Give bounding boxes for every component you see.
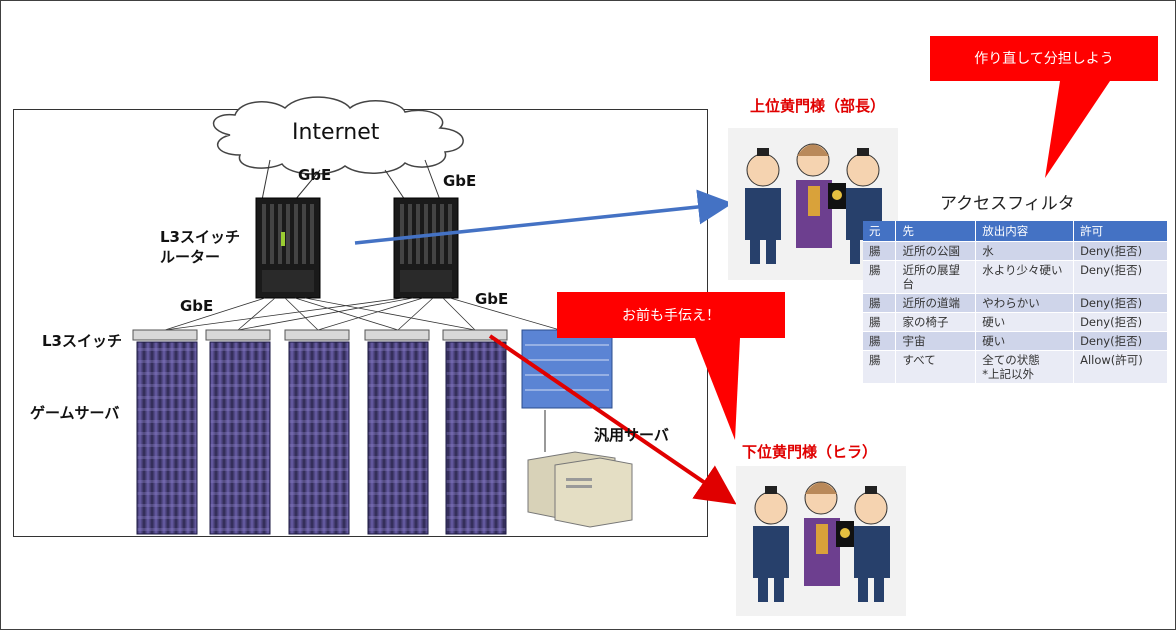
switch-label: L3スイッチ: [42, 332, 122, 350]
table-cell: すべて: [895, 350, 977, 383]
table-cell: 硬い: [975, 312, 1075, 332]
table-cell: Allow(許可): [1073, 350, 1168, 383]
router-icon: [255, 197, 321, 299]
router-label-sub: ルーター: [160, 248, 221, 266]
tower-server-icon: [527, 451, 633, 528]
table-cell: 腸: [863, 312, 897, 332]
callout-top: [930, 36, 1158, 178]
table-cell: 家の椅子: [895, 312, 977, 332]
table-cell: 腸: [863, 241, 897, 261]
table-cell: Deny(拒否): [1073, 331, 1168, 351]
table-cell: Deny(拒否): [1073, 241, 1168, 261]
column-header: 先: [895, 221, 977, 242]
callout-middle: [557, 292, 785, 440]
table-header-row: 元 先 放出内容 許可: [863, 221, 1168, 242]
blue-arrow: [354, 189, 733, 245]
mesh-lines: [164, 297, 561, 331]
table-cell: 水より少々硬い: [975, 260, 1075, 294]
upper-group-title: 上位黄門様（部長）: [750, 97, 886, 115]
table-cell: 腸: [863, 293, 897, 313]
lower-group-title: 下位黄門様（ヒラ）: [742, 443, 878, 461]
table-cell: 腸: [863, 350, 897, 383]
red-arrow: [488, 334, 737, 505]
gbe-label: GbE: [443, 172, 477, 190]
router-label: L3スイッチ: [160, 228, 240, 246]
table-cell: 硬い: [975, 331, 1075, 351]
table-cell: 近所の道端: [895, 293, 977, 313]
callout-top-text: 作り直して分担しよう: [974, 51, 1114, 67]
table-cell: Deny(拒否): [1073, 312, 1168, 332]
server-rack-icon: [136, 341, 507, 535]
column-header: 放出内容: [975, 221, 1075, 242]
switch-icon: [132, 329, 508, 341]
gbe-label: GbE: [298, 166, 332, 184]
callout-middle-text: お前も手伝え！: [622, 308, 720, 324]
koumon-group-icon: [736, 466, 906, 616]
general-server-label: 汎用サーバ: [594, 426, 669, 444]
table-cell: Deny(拒否): [1073, 260, 1168, 294]
table-cell: 水: [975, 241, 1075, 261]
router-icon: [393, 197, 459, 299]
table-cell: 近所の展望台: [895, 260, 977, 294]
table-cell: 近所の公園: [895, 241, 977, 261]
table-cell: Deny(拒否): [1073, 293, 1168, 313]
table-cell: 腸: [863, 260, 897, 294]
gbe-label: GbE: [475, 290, 509, 308]
table-cell: 宇宙: [895, 331, 977, 351]
table-cell: 腸: [863, 331, 897, 351]
table-cell: やわらかい: [975, 293, 1075, 313]
internet-label: Internet: [292, 120, 380, 145]
cloud-icon: [212, 96, 464, 175]
column-header: 元: [863, 221, 897, 242]
uplink-lines: [261, 159, 441, 201]
table-cell: 全ての状態*上記以外: [975, 350, 1075, 383]
gbe-label: GbE: [180, 297, 214, 315]
game-server-label: ゲームサーバ: [30, 404, 120, 422]
acl-title: アクセスフィルタ: [940, 194, 1075, 214]
column-header: 許可: [1073, 221, 1168, 242]
